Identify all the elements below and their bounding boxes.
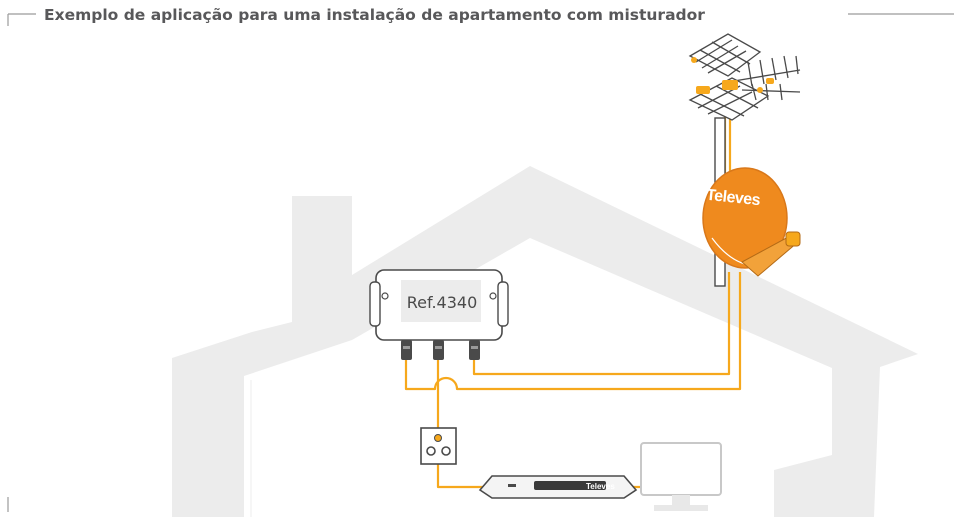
set-top-box-brand-logo: Televes bbox=[586, 482, 615, 491]
tv-monitor-icon bbox=[640, 442, 722, 511]
satellite-dish-icon bbox=[702, 167, 801, 277]
house-outline bbox=[172, 166, 918, 517]
set-top-box-icon bbox=[478, 475, 638, 499]
tv-wall-outlet-icon bbox=[420, 427, 457, 465]
frame-lines bbox=[7, 13, 954, 512]
diagram-title: Exemplo de aplicação para uma instalação… bbox=[40, 6, 709, 24]
multiswitch-mixer-icon bbox=[369, 269, 509, 360]
device-reference-label: Ref.4340 bbox=[406, 293, 478, 312]
